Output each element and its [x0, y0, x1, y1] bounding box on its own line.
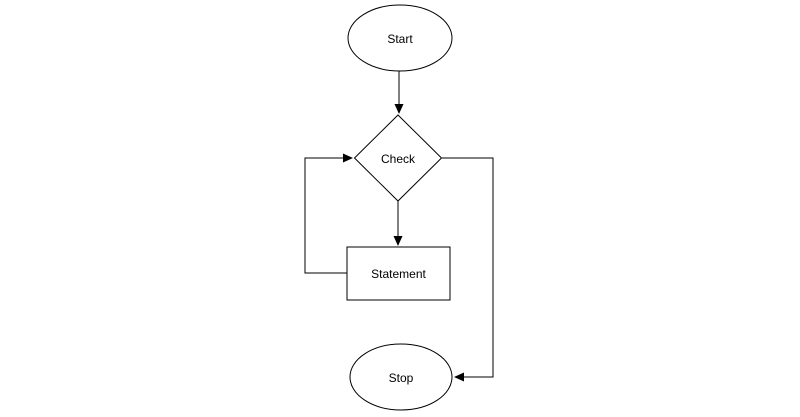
statement-node: Statement	[346, 246, 451, 301]
edge-statement-to-check-loop	[304, 153, 353, 274]
check-node-label: Check	[381, 152, 416, 166]
check-diamond	[353, 114, 443, 202]
stop-ellipse	[349, 343, 453, 411]
start-node: Start	[347, 4, 453, 72]
check-node: Check	[353, 114, 443, 202]
statement-rectangle	[346, 246, 451, 301]
start-ellipse	[347, 4, 453, 72]
edge-check-to-stop	[442, 157, 494, 382]
start-node-label: Start	[387, 32, 413, 46]
stop-node-label: Stop	[389, 371, 414, 385]
stop-node: Stop	[349, 343, 453, 411]
statement-node-label: Statement	[371, 267, 426, 281]
